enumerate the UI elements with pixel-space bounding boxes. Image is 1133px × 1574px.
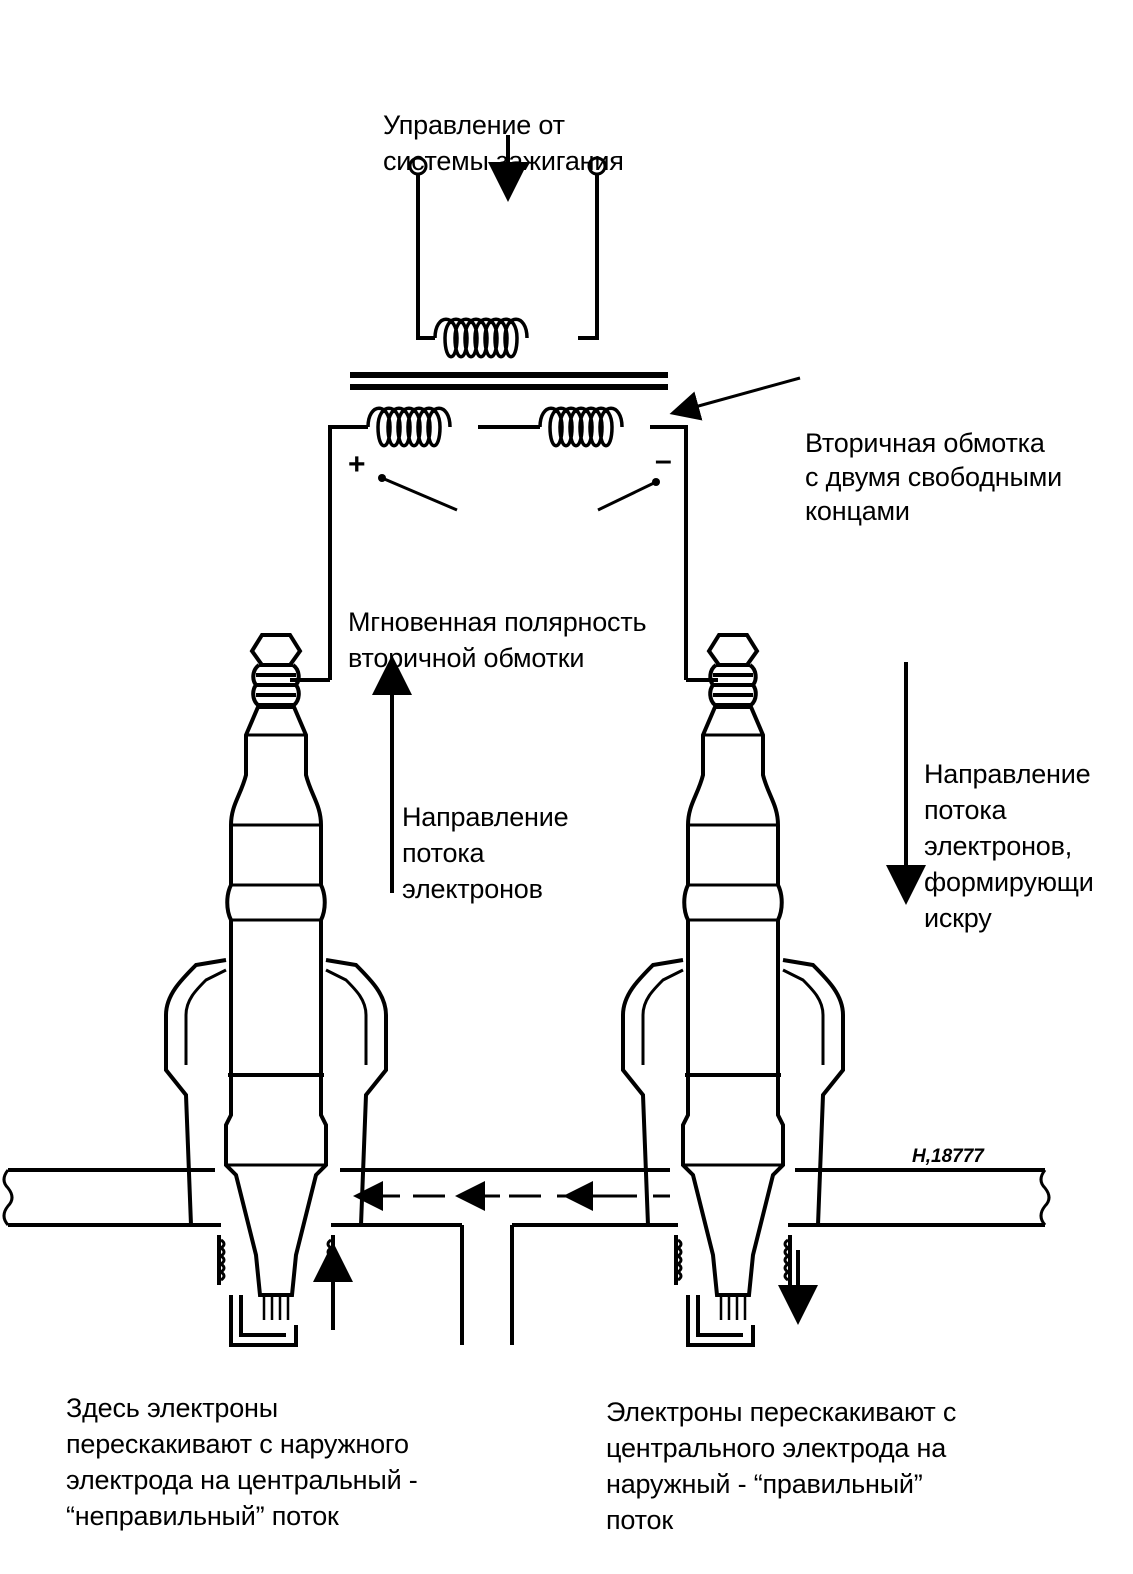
drawing-reference: H,18777 [912, 1146, 984, 1167]
primary-winding [408, 156, 607, 359]
ignition-diagram [2, 135, 1051, 1347]
spark-plug-right [621, 633, 845, 1347]
transformer-core [350, 372, 668, 390]
engine-block [2, 1168, 1051, 1345]
plus-sign: + [348, 448, 366, 481]
spark-plug-left [164, 633, 388, 1347]
leader-lines [378, 376, 801, 512]
minus-sign: – [655, 444, 672, 477]
